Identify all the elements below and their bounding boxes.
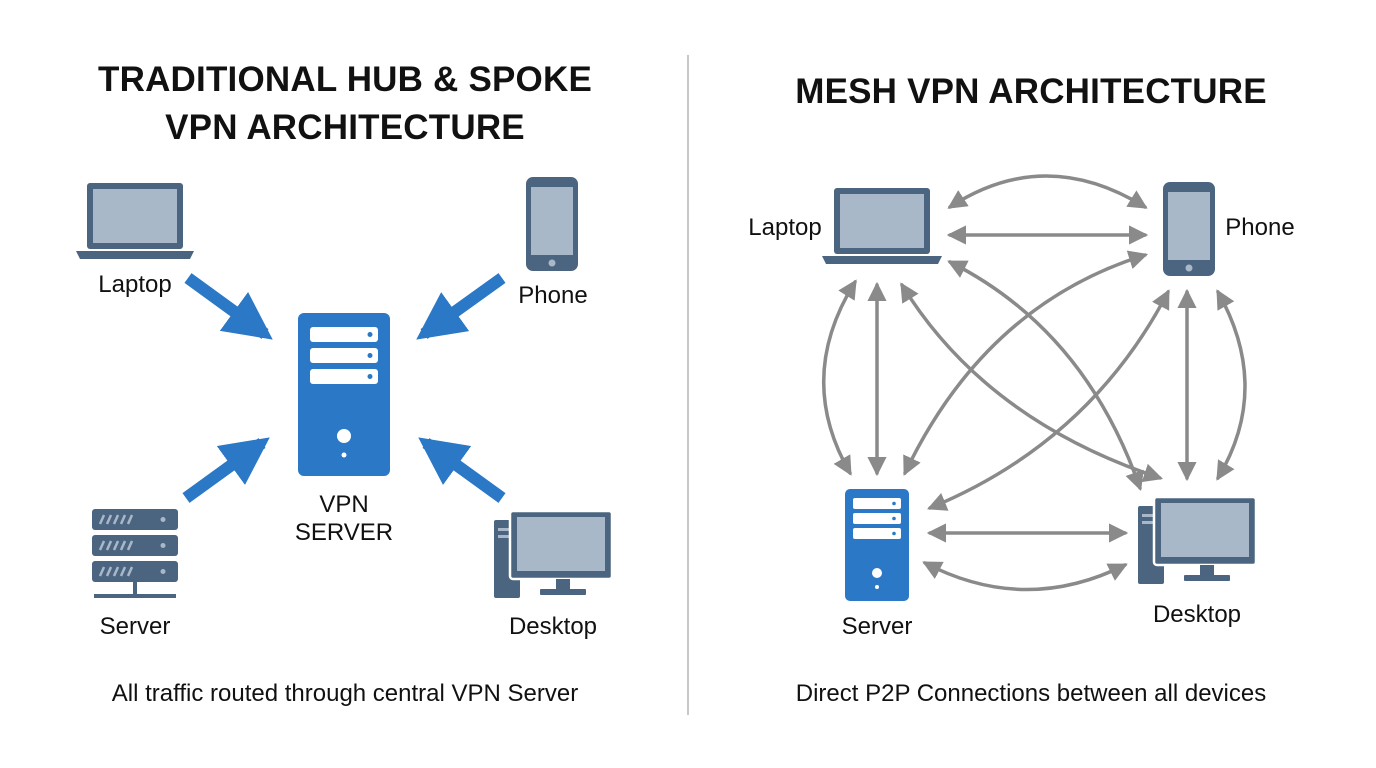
left-phone-label: Phone: [518, 282, 588, 309]
mesh-laptop-icon: [822, 188, 942, 264]
left-title-line-1: TRADITIONAL HUB & SPOKE: [98, 60, 592, 99]
left-phone-icon: [526, 177, 578, 271]
arrow-phone-to-hub: [416, 273, 506, 340]
right-caption: Direct P2P Connections between all devic…: [795, 680, 1267, 707]
left-server-rack-icon: [92, 509, 178, 598]
left-caption: All traffic routed through central VPN S…: [111, 680, 579, 707]
left-laptop-label: Laptop: [98, 271, 172, 298]
left-laptop-icon: [76, 183, 194, 259]
link-server-desktop-arc: [922, 561, 1128, 592]
link-laptop-server-arc: [821, 279, 857, 476]
mesh-server-label: Server: [841, 613, 913, 640]
vpn-server-icon: [298, 313, 390, 476]
link-phone-desktop-arc: [1216, 289, 1247, 481]
mesh-desktop-label: Desktop: [1152, 601, 1242, 628]
arrow-laptop-to-hub: [184, 273, 273, 340]
left-desktop-label: Desktop: [508, 613, 598, 640]
arrow-server-to-hub: [182, 437, 270, 503]
arrow-desktop-to-hub: [418, 437, 506, 503]
mesh-phone-icon: [1163, 182, 1215, 276]
link-phone-server-curve: [927, 289, 1170, 511]
mesh-server-tower-icon: [845, 489, 909, 601]
left-server-label: Server: [99, 613, 171, 640]
vpn-server-label: VPN SERVER: [274, 491, 414, 547]
vpn-server-label-line-1: VPN: [319, 491, 369, 518]
mesh-phone-label: Phone: [1225, 214, 1295, 241]
link-phone-server-arc: [903, 250, 1149, 476]
link-laptop-phone-arc: [947, 174, 1148, 209]
mesh-connections: [821, 174, 1247, 592]
left-title: TRADITIONAL HUB & SPOKE VPN ARCHITECTURE: [40, 56, 650, 152]
mesh-laptop-label: Laptop: [748, 214, 822, 241]
left-desktop-icon: [494, 509, 614, 598]
mesh-desktop-icon: [1138, 495, 1258, 584]
vpn-server-label-line-2: SERVER: [294, 519, 394, 546]
left-title-line-2: VPN ARCHITECTURE: [165, 108, 525, 147]
right-title: MESH VPN ARCHITECTURE: [795, 72, 1267, 111]
